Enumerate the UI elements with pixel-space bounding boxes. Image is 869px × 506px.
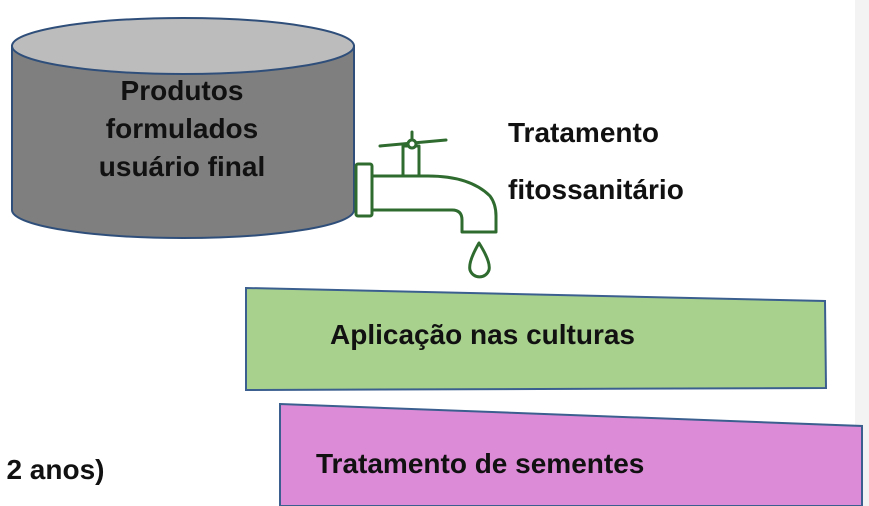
faucet-label-line-1: Tratamento bbox=[508, 117, 659, 148]
tank-label-line-2: formulados bbox=[105, 113, 259, 144]
water-drop-icon bbox=[468, 241, 491, 279]
faucet-icon bbox=[354, 130, 498, 234]
faucet-label-line-2: fitossanitário bbox=[508, 174, 684, 205]
tank-label-line-1: Produtos bbox=[120, 75, 244, 106]
partial-side-text: de 2 anos) bbox=[0, 454, 105, 485]
tank-top bbox=[11, 17, 355, 75]
slide-edge-strip bbox=[855, 0, 869, 506]
tank bbox=[11, 17, 355, 239]
seeds-box-label: Tratamento de sementes bbox=[316, 448, 645, 479]
application-box bbox=[245, 286, 828, 392]
tank-label: Produtos formulados usuário final bbox=[48, 72, 316, 186]
application-box-label: Aplicação nas culturas bbox=[330, 319, 636, 350]
tank-body bbox=[11, 45, 355, 239]
tank-label-line-3: usuário final bbox=[98, 151, 266, 182]
faucet-label: Tratamento fitossanitário bbox=[508, 104, 684, 218]
seeds-box bbox=[279, 402, 863, 506]
